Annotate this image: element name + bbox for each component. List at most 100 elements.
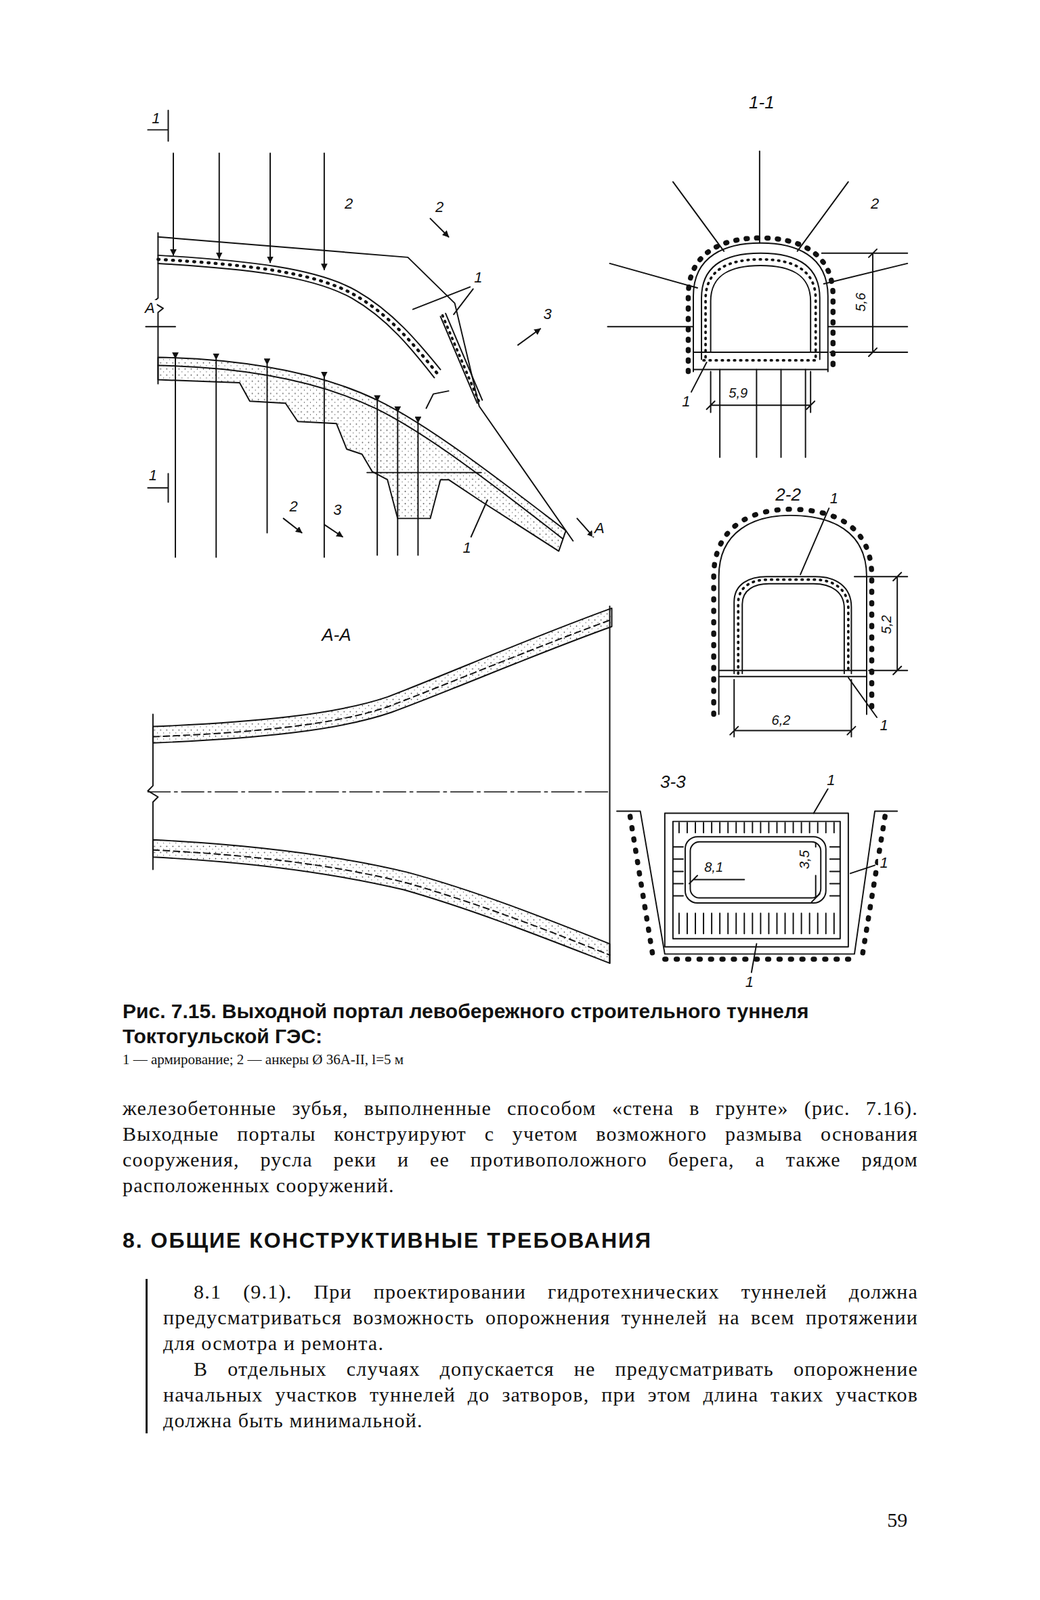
drawing-label: 1	[149, 110, 162, 127]
drawing-line	[157, 356, 566, 551]
drawing-label: 2-2	[773, 484, 804, 504]
drawing-label: 5,6	[853, 290, 869, 314]
drawing-line	[576, 517, 594, 537]
drawing-line	[848, 677, 877, 718]
drawing-line	[811, 842, 820, 902]
drawing-line	[664, 813, 849, 947]
drawing-line	[673, 181, 724, 251]
drawing-line	[689, 841, 821, 898]
drawing-line	[710, 265, 812, 353]
drawing-label: 5,2	[878, 612, 894, 636]
figure-caption: Рис. 7.15. Выходной портал левобережного…	[122, 998, 919, 1049]
drawing-line	[719, 515, 867, 715]
drawing-label: 2	[342, 195, 355, 212]
drawing-line	[689, 874, 745, 883]
drawing-line	[417, 422, 419, 556]
drawing-line	[157, 255, 441, 370]
drawing-label: 8,1	[702, 859, 726, 875]
drawing-line	[751, 943, 757, 972]
drawing-line	[153, 839, 611, 963]
drawing-line	[429, 218, 449, 237]
change-bar: 8.1 (9.1). При проектировании гидротехни…	[145, 1278, 919, 1433]
drawing-line	[173, 153, 325, 270]
drawing-line	[797, 181, 849, 251]
drawing-label: 1	[824, 771, 837, 789]
drawing-line	[719, 670, 867, 677]
drawing-label: 1	[743, 973, 756, 990]
drawing-line	[691, 362, 707, 393]
drawing-line	[174, 358, 177, 558]
drawing-label: 6,2	[769, 712, 793, 728]
drawing-label: 3	[541, 306, 554, 323]
drawing-line	[266, 364, 269, 533]
text-column: Рис. 7.15. Выходной портал левобережного…	[122, 998, 919, 1433]
drawing-line	[733, 576, 852, 674]
drawing-line	[738, 579, 849, 674]
drawing-line	[147, 790, 612, 793]
drawing-line	[396, 412, 399, 556]
clause-paragraph: В отдельных случаях допускается не преду…	[163, 1355, 919, 1433]
caption-key: 1 — армирование; 2 — анкеры Ø 36А-II, l=…	[122, 1050, 919, 1068]
drawing-label: 1	[679, 393, 692, 410]
drawing-line	[693, 352, 829, 370]
drawing-label: 1-1	[746, 92, 777, 112]
drawing-line	[442, 315, 480, 403]
drawing-label: 2	[287, 498, 300, 515]
clause-paragraph: 8.1 (9.1). При проектировании гидротехни…	[163, 1278, 919, 1356]
drawing-line	[824, 263, 908, 284]
drawing-label: А-А	[319, 624, 353, 644]
drawing-line	[153, 849, 611, 955]
drawing-label: А	[592, 520, 607, 537]
drawing-label: 2	[433, 199, 446, 216]
drawing-label: 1	[877, 717, 890, 734]
drawing-line	[323, 153, 325, 270]
drawing-line	[706, 371, 816, 413]
drawing-line	[445, 313, 483, 401]
drawing-line	[269, 153, 271, 263]
drawing-line	[153, 608, 613, 743]
drawing-line	[147, 110, 168, 141]
drawing-line	[821, 249, 908, 357]
drawing-line	[608, 325, 694, 328]
drawing-line	[862, 815, 885, 954]
drawing-label: 5,9	[726, 385, 750, 401]
drawing-line	[145, 325, 176, 328]
drawing-line	[145, 110, 908, 972]
drawing-line	[376, 400, 378, 555]
drawing-line	[742, 583, 845, 674]
drawing-line	[413, 287, 474, 315]
drawing-label: 3	[331, 501, 344, 518]
drawing-line	[630, 815, 653, 954]
drawing-line	[705, 259, 816, 358]
drawing-line	[471, 499, 488, 537]
drawing-line	[215, 358, 217, 557]
drawing-line	[703, 358, 820, 362]
drawing-line	[687, 237, 833, 372]
drawing-line	[713, 509, 872, 715]
drawing-label: 1	[828, 490, 841, 507]
drawing-line	[157, 364, 563, 539]
drawing-label: 1	[146, 467, 160, 484]
drawing-label: 3-3	[658, 771, 688, 791]
drawing-line	[218, 153, 221, 258]
drawing-label: 2	[868, 195, 881, 212]
body-paragraph: железобетонные зубья, выполненные способ…	[122, 1094, 919, 1198]
drawing-line	[719, 369, 806, 458]
drawing-line	[440, 316, 478, 403]
drawing-line	[679, 821, 835, 833]
drawing-label: 1	[877, 854, 890, 871]
drawing-line	[323, 377, 325, 558]
drawing-line	[701, 253, 820, 360]
drawing-line	[828, 325, 908, 328]
drawing-line	[850, 864, 875, 873]
drawing-line	[425, 390, 449, 409]
drawing-label: 3,5	[796, 848, 812, 872]
drawing-line	[616, 811, 898, 955]
drawing-line	[175, 358, 418, 558]
drawing-line	[517, 328, 541, 345]
drawing-line	[679, 912, 835, 934]
drawing-line	[609, 605, 611, 963]
drawing-line	[172, 153, 175, 256]
drawing-line	[693, 243, 829, 372]
